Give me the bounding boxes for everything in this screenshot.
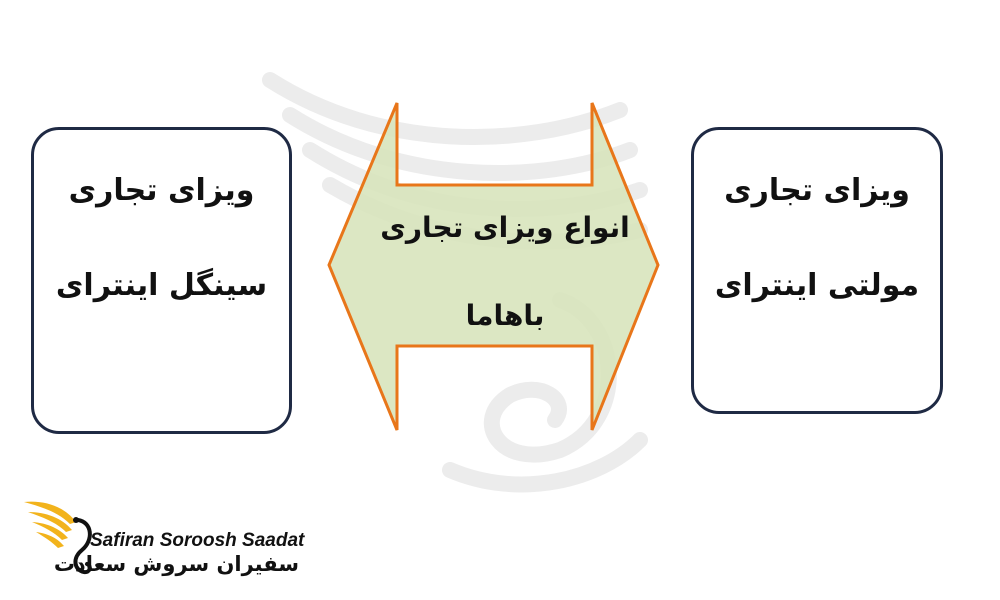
company-logo: Safiran Soroosh Saadat سفیران سروش سعادت: [20, 492, 304, 582]
logo-lettering-fa: سفیران سروش سعادت: [53, 552, 299, 576]
arrow-label-line2: باهاما: [465, 299, 545, 332]
logo-lettering-en: Safiran Soroosh Saadat: [90, 530, 305, 551]
multi-entry-visa-box: ویزای تجاری مولتی اینترای: [691, 127, 943, 414]
multi-entry-box-line1: ویزای تجاری: [724, 173, 910, 208]
double-arrow-body: [327, 102, 660, 431]
wing-logo-icon: [24, 501, 92, 575]
arrow-label-line1: انواع ویزای تجاری: [380, 211, 630, 244]
single-entry-box-line2: سینگل اینترای: [55, 268, 268, 303]
single-entry-visa-box: ویزای تجاری سینگل اینترای: [31, 127, 292, 434]
single-entry-box-line1: ویزای تجاری: [68, 173, 255, 208]
multi-entry-box-line2: مولتی اینترای: [714, 268, 920, 303]
